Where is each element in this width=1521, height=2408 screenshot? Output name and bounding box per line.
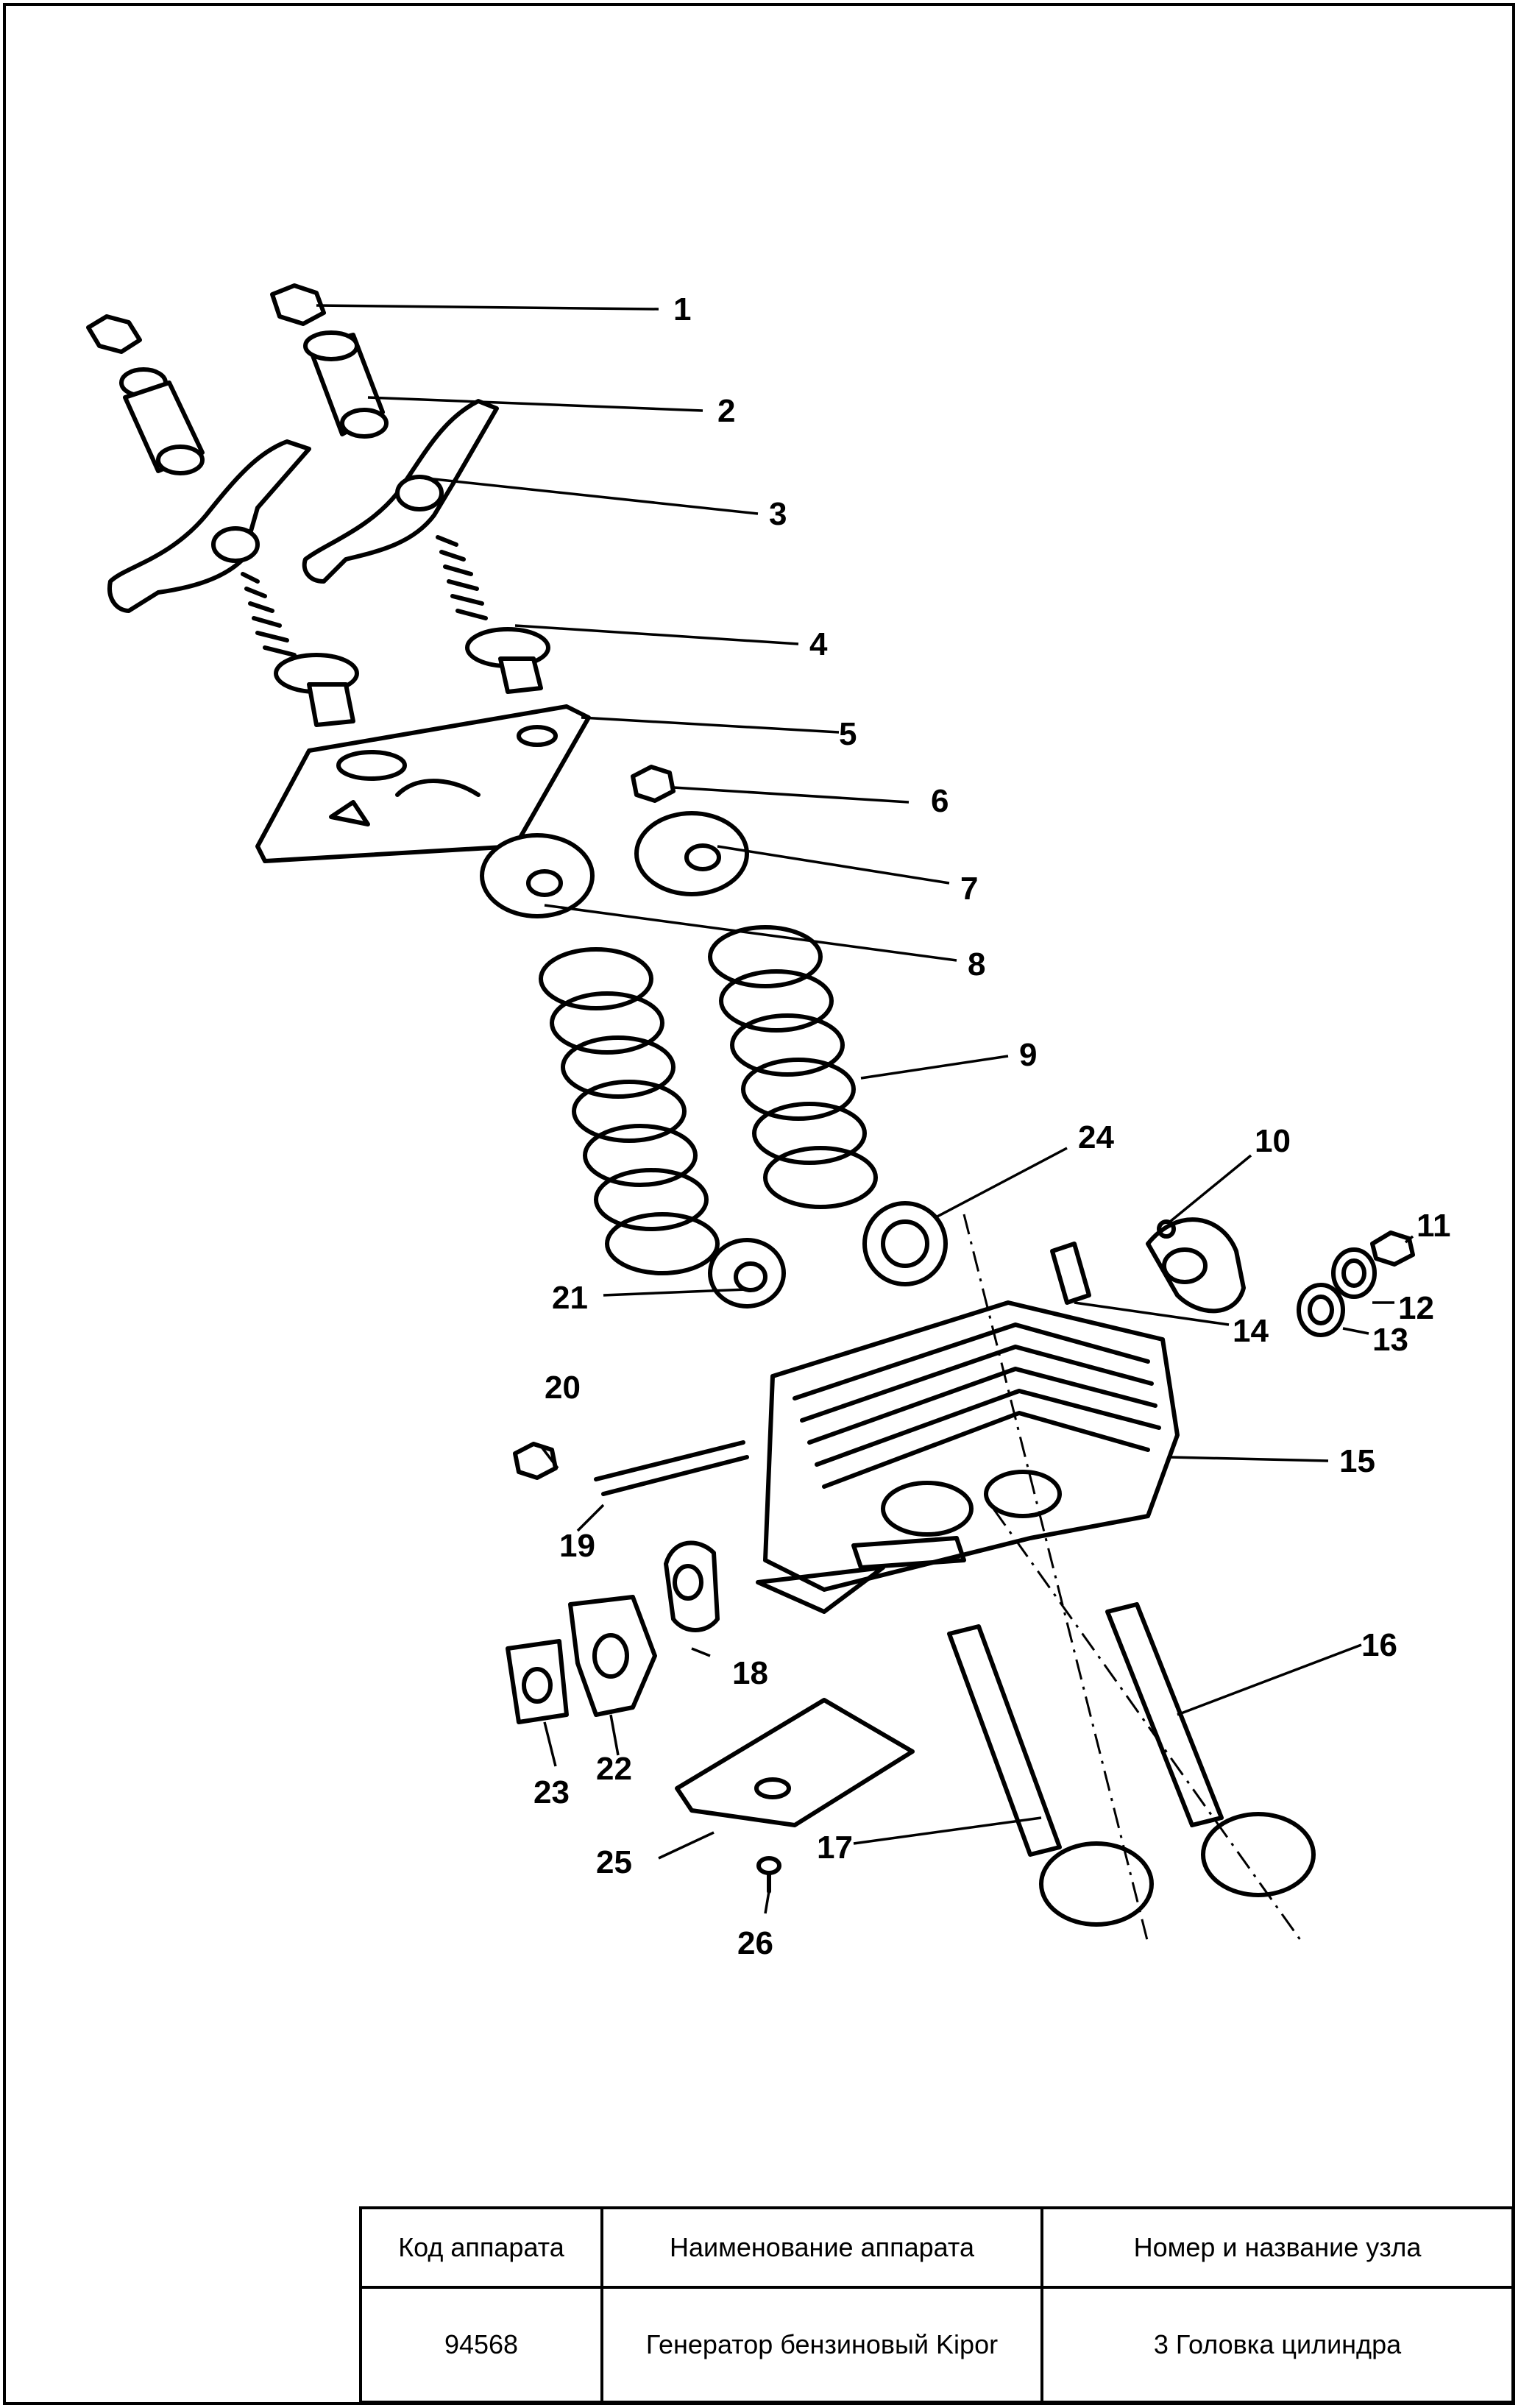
rod-19: [594, 1440, 749, 1496]
header-assembly: Номер и название узла: [1040, 2206, 1514, 2289]
axis-lines: [962, 1214, 1304, 1944]
gasket-18: [664, 1540, 720, 1632]
callout-24: 24: [1078, 1119, 1114, 1155]
callout-19: 19: [559, 1528, 595, 1564]
header-name: Наименование аппарата: [600, 2206, 1043, 2289]
valve-spring-9: [708, 925, 878, 1209]
callout-17: 17: [817, 1830, 853, 1866]
washer-13: [1297, 1283, 1345, 1337]
valve-cap-6: [631, 765, 676, 803]
callout-10: 10: [1255, 1123, 1291, 1159]
deflector-25: [675, 1698, 915, 1827]
bolt-26: [756, 1856, 781, 1894]
spring-retainer-7: [634, 811, 749, 896]
gasket-23: [506, 1639, 569, 1724]
callout-9: 9: [1019, 1037, 1037, 1073]
callout-14: 14: [1233, 1313, 1269, 1349]
callout-13: 13: [1372, 1322, 1408, 1358]
rocker-arm-3: [302, 399, 499, 584]
callout-7: 7: [960, 871, 978, 907]
callout-4: 4: [809, 626, 828, 662]
spring-seat-24: [862, 1201, 948, 1286]
value-code: 94568: [359, 2286, 603, 2404]
value-name: Генератор бензиновый Kipor: [600, 2286, 1043, 2404]
rocker-nut-left: [86, 314, 168, 398]
washer-12: [1331, 1247, 1377, 1299]
spring-seat-21: [708, 1238, 786, 1309]
callout-23: 23: [533, 1774, 570, 1810]
callout-21: 21: [552, 1280, 588, 1316]
callout-22: 22: [596, 1751, 632, 1787]
gasket-5: [255, 704, 591, 863]
valve-16: [1105, 1602, 1316, 1897]
callout-labels: 1 2 3 4 5 6 7 8 9 24 10 11 12 13 14 15 1…: [533, 291, 1451, 1961]
cylinder-head-15: [756, 1300, 1180, 1614]
value-assembly: 3 Головка цилиндра: [1040, 2286, 1514, 2404]
adjust-screw-4: [436, 535, 550, 694]
valve-17: [947, 1624, 1154, 1927]
callout-3: 3: [769, 496, 787, 532]
callout-20: 20: [545, 1370, 581, 1406]
callout-6: 6: [931, 783, 949, 819]
rocker-nut-1: [270, 283, 326, 326]
spring-retainer-8: [480, 833, 595, 918]
title-block-value-row: 94568 Генератор бензиновый Kipor 3 Голов…: [359, 2286, 1514, 2404]
callout-18: 18: [732, 1655, 768, 1691]
cover-plate-10: [1146, 1217, 1246, 1314]
stud-14: [1050, 1242, 1091, 1305]
valve-spring-left: [539, 947, 720, 1275]
header-code: Код аппарата: [359, 2206, 603, 2289]
callout-15: 15: [1339, 1443, 1375, 1479]
callout-8: 8: [968, 946, 985, 982]
drawing-frame: [3, 3, 1515, 2405]
rocker-pivot-left: [123, 380, 205, 475]
callout-16: 16: [1361, 1627, 1397, 1663]
rocker-pivot-2: [303, 330, 389, 439]
title-block-table: Код аппарата Наименование аппарата Номер…: [359, 2206, 1514, 2404]
callout-1: 1: [673, 291, 691, 327]
callout-2: 2: [717, 393, 735, 429]
title-block-header-row: Код аппарата Наименование аппарата Номер…: [359, 2206, 1514, 2289]
bracket-22: [568, 1595, 657, 1717]
rocker-arm-left: [107, 439, 311, 613]
callout-5: 5: [839, 716, 857, 752]
adjust-screw-left: [241, 572, 359, 727]
nut-20: [513, 1442, 558, 1480]
callout-12: 12: [1398, 1290, 1434, 1326]
nut-11: [1370, 1230, 1415, 1267]
leader-lines: [316, 304, 1414, 1914]
callout-11: 11: [1417, 1208, 1451, 1244]
callout-25: 25: [596, 1844, 632, 1880]
callout-26: 26: [737, 1925, 773, 1961]
